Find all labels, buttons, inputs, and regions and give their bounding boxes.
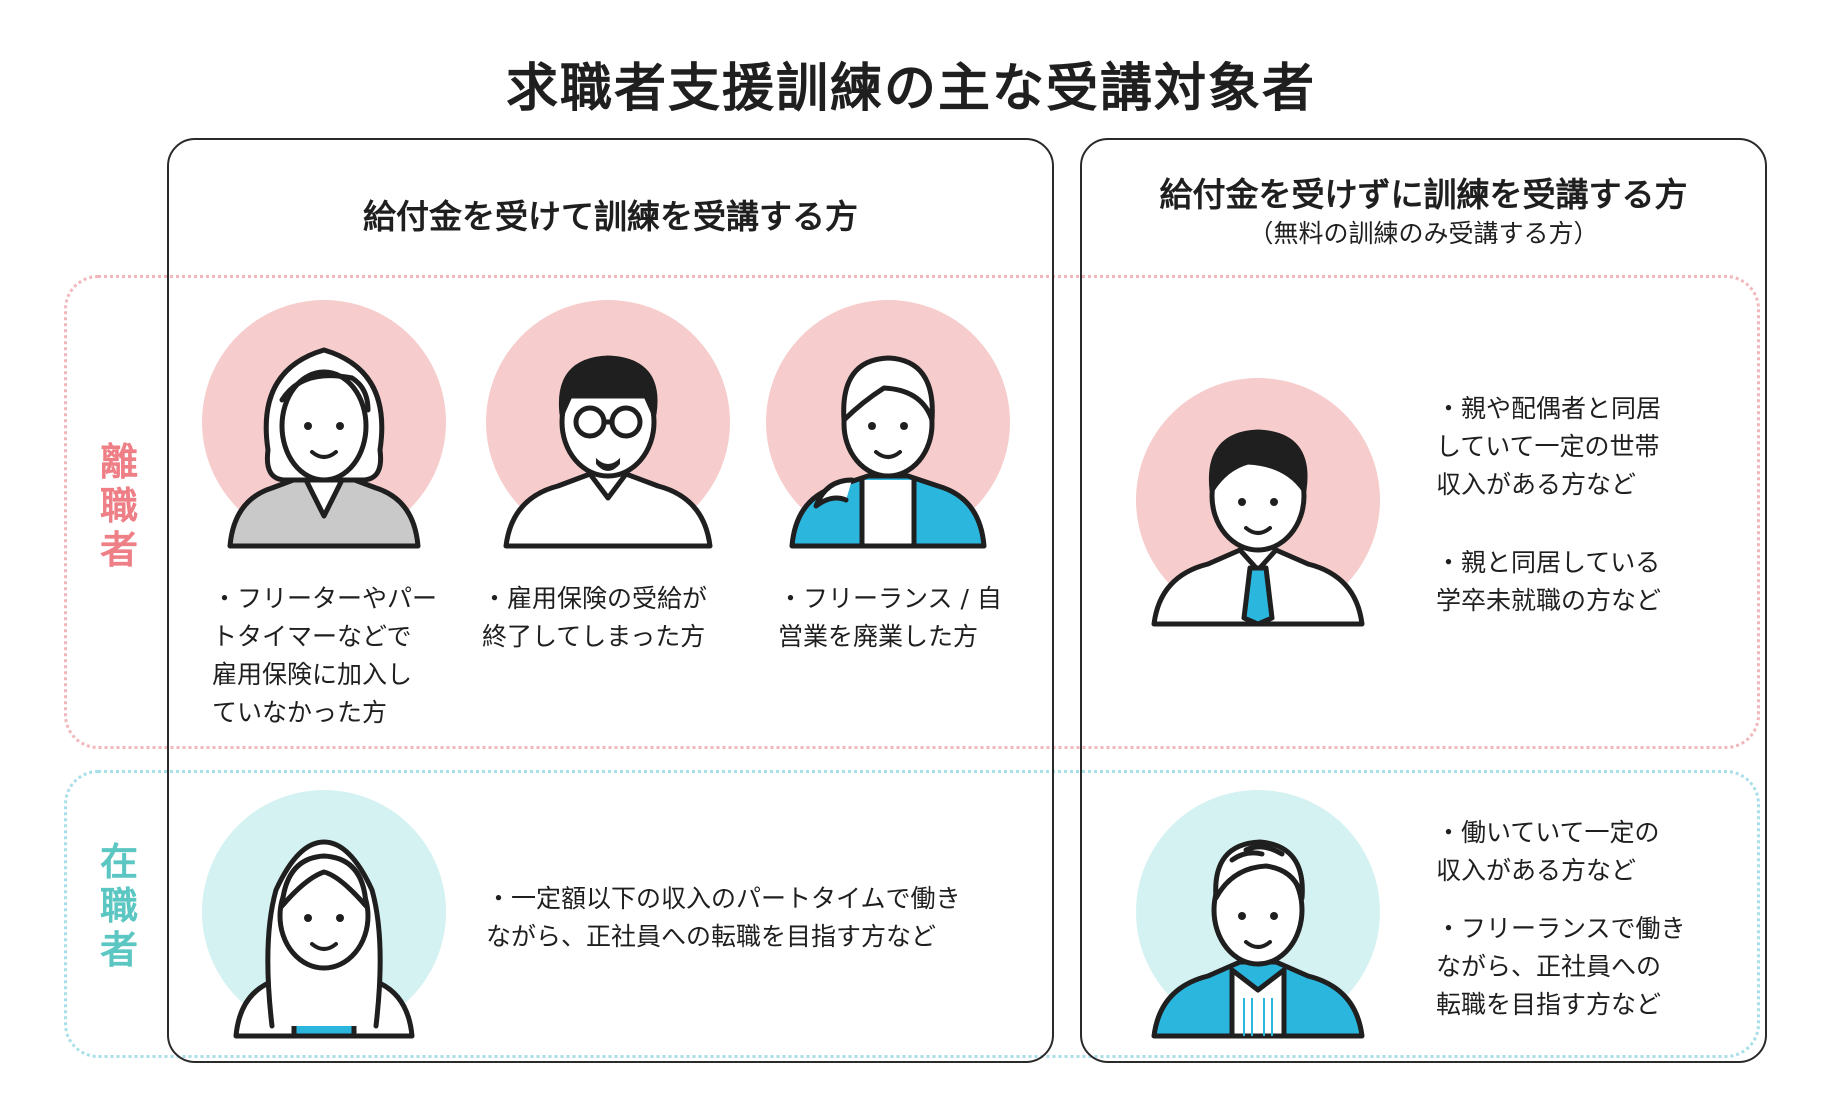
column-subheading-free-training: （無料の訓練のみ受講する方） <box>1248 219 1599 248</box>
description-part-timer: ・フリーターやパー トタイマーなどで 雇用保険に加入し ていなかった方 <box>212 584 438 727</box>
description-part-time-career-change: ・一定額以下の収入のパートタイムで働き ながら、正社員への転職を目指す方など <box>486 884 961 951</box>
row-label-employed: 在 職 者 <box>99 840 138 972</box>
column-box-with-benefit <box>167 138 1054 1063</box>
man-tie-icon <box>1151 429 1365 627</box>
description-graduate-unemployed: ・親と同居している 学卒未就職の方など <box>1436 548 1662 615</box>
description-self-employed: ・フリーランス / 自 営業を廃業した方 <box>778 584 1002 651</box>
row-band-unemployed <box>64 275 1760 749</box>
woman-jacket-icon <box>227 347 421 549</box>
man-suit-icon <box>1151 839 1365 1039</box>
column-heading-without-benefit: 給付金を受けずに訓練を受講する方 <box>1159 175 1688 214</box>
column-heading-with-benefit: 給付金を受けて訓練を受講する方 <box>363 197 858 236</box>
description-employed-income: ・働いていて一定の 収入がある方など <box>1436 818 1660 885</box>
description-household-income: ・親や配偶者と同居 していて一定の世帯 収入がある方など <box>1436 394 1662 499</box>
description-benefits-ended: ・雇用保険の受給が 終了してしまった方 <box>482 584 708 651</box>
row-label-unemployed: 離 職 者 <box>99 440 138 572</box>
page-title: 求職者支援訓練の主な受講対象者 <box>505 59 1316 119</box>
description-freelance-career-change: ・フリーランスで働き ながら、正社員への 転職を目指す方など <box>1436 914 1686 1019</box>
woman-ponytail-icon <box>789 355 987 549</box>
column-box-without-benefit <box>1080 138 1767 1063</box>
woman-longhair-icon <box>233 839 415 1039</box>
row-band-employed <box>64 770 1760 1058</box>
man-glasses-icon <box>503 355 713 549</box>
